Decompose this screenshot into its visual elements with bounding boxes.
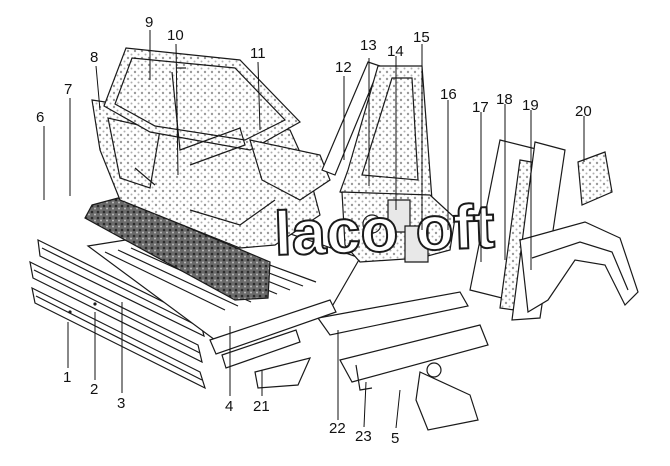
- callout-14: 14: [387, 43, 404, 60]
- callout-9: 9: [145, 14, 153, 31]
- callout-12: 12: [335, 59, 352, 76]
- callout-15: 15: [413, 29, 430, 46]
- windshield-frame: [103, 47, 301, 151]
- front-crossmember-upper: [37, 238, 205, 338]
- callout-11: 11: [250, 45, 266, 62]
- cowl-panel: [249, 139, 331, 201]
- watermark-glyphs: laco oft: [273, 192, 496, 269]
- callout-23: 23: [355, 428, 372, 445]
- callout-6: 6: [36, 109, 44, 126]
- callout-13: 13: [360, 37, 377, 54]
- callout-22: 22: [329, 420, 346, 437]
- callout-2: 2: [90, 381, 98, 398]
- center-sill-rail: [316, 291, 489, 431]
- callout-3: 3: [117, 395, 125, 412]
- callout-10: 10: [167, 27, 184, 44]
- callout-19: 19: [522, 97, 539, 114]
- front-crossmember-middle: [29, 260, 203, 364]
- side-inner-panel: [341, 191, 456, 263]
- callout-1: 1: [63, 369, 71, 386]
- callout-8: 8: [90, 49, 98, 66]
- rear-wheel-arch: [519, 151, 639, 313]
- callout-16: 16: [440, 86, 457, 103]
- front-crossmember-lower: [31, 286, 206, 390]
- callout-labels: 1 2 3 4 5 6 7 8 9 10 11 12 13 14 15 16 1…: [36, 14, 592, 447]
- callout-5: 5: [391, 430, 399, 447]
- insulation-mat: [84, 197, 271, 301]
- a-pillar-inner: [339, 65, 433, 211]
- callout-18: 18: [496, 91, 513, 108]
- callout-4: 4: [225, 398, 233, 415]
- a-pillar-outer: [321, 61, 381, 176]
- callout-7: 7: [64, 81, 72, 98]
- callout-17: 17: [472, 99, 489, 116]
- front-floor-rail: [209, 299, 337, 389]
- callout-20: 20: [575, 103, 592, 120]
- watermark-text: laco oft: [273, 192, 496, 269]
- callout-21: 21: [253, 398, 270, 415]
- leader-lines: [43, 30, 585, 429]
- watermark: laco oft: [272, 191, 497, 270]
